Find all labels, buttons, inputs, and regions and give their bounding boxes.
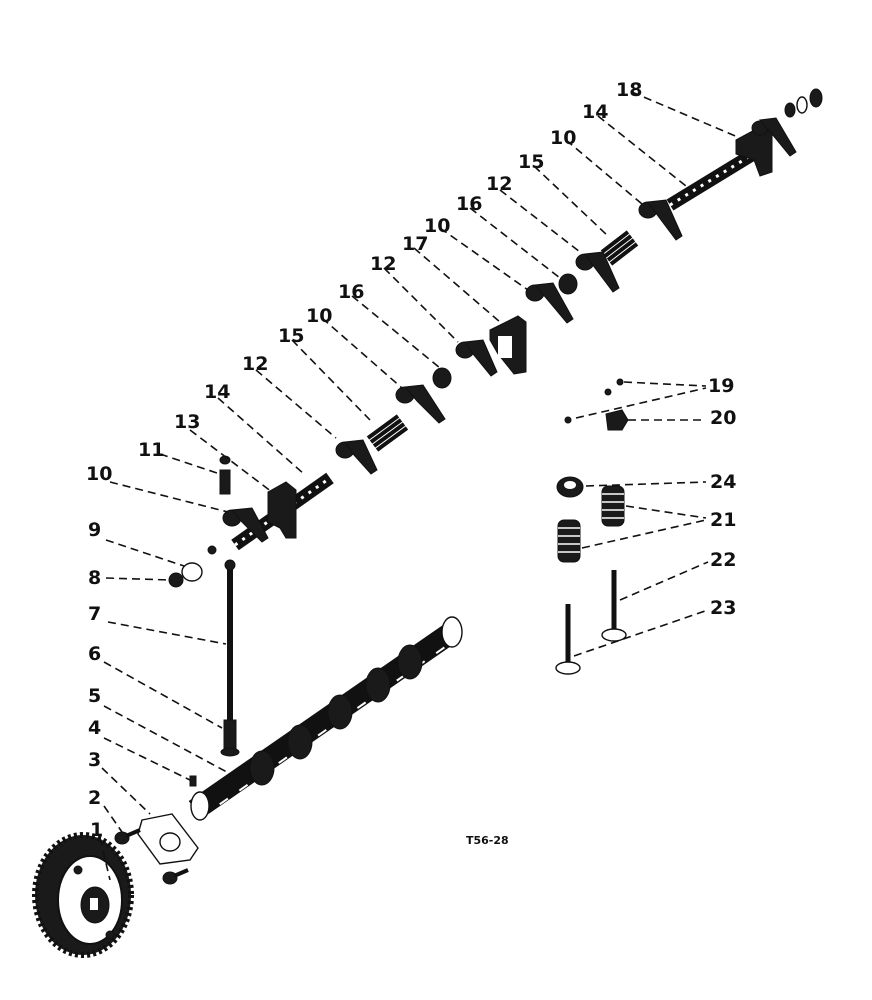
callout-16a: 16 [338, 281, 364, 303]
callout-7: 7 [88, 603, 101, 625]
spacer-16a [432, 367, 452, 389]
leader-lines [99, 91, 741, 881]
callout-10b: 10 [306, 305, 332, 327]
valve-22 [601, 570, 627, 642]
rocker-arm-5 [525, 282, 574, 324]
callout-19: 19 [708, 375, 734, 397]
callout-14b: 14 [582, 101, 608, 123]
push-rod-7 [224, 559, 236, 725]
end-washer-b [796, 96, 808, 114]
rocker-arm-7 [638, 199, 683, 241]
callout-16b: 16 [456, 193, 482, 215]
callout-13: 13 [174, 411, 200, 433]
tappet-6 [220, 719, 240, 757]
callout-22: 22 [710, 549, 736, 571]
rocker-arm-3 [395, 384, 446, 424]
valve-collets-19 [564, 378, 624, 424]
bolt-2a [114, 828, 141, 845]
callout-9: 9 [88, 519, 101, 541]
rocker-arm-1 [222, 507, 269, 543]
valve-cap-20 [605, 409, 629, 431]
callout-10c: 10 [424, 215, 450, 237]
callout-8: 8 [88, 567, 101, 589]
adjusting-screw-11 [219, 455, 231, 495]
callout-18: 18 [616, 79, 642, 101]
valve-spring-21b [557, 519, 581, 563]
callout-6: 6 [88, 643, 101, 665]
washer-9 [181, 562, 203, 582]
callout-3: 3 [88, 749, 101, 771]
thrust-plate-3 [137, 813, 199, 865]
callout-20: 20 [710, 407, 736, 429]
callout-5: 5 [88, 685, 101, 707]
callout-23: 23 [710, 597, 736, 619]
end-washer-a [784, 102, 796, 118]
callout-10d: 10 [550, 127, 576, 149]
callout-2: 2 [88, 787, 101, 809]
nut-8 [168, 572, 184, 588]
callout-17: 17 [402, 233, 428, 255]
callout-4: 4 [88, 717, 101, 739]
camshaft-5 [188, 616, 463, 821]
camshaft-gear-1 [32, 832, 134, 958]
key-4 [189, 775, 197, 787]
callout-12b: 12 [370, 253, 396, 275]
rocker-arm-8 [751, 117, 797, 157]
spring-15b [600, 230, 639, 266]
callout-labels: 1 2 3 4 5 6 7 8 9 10 10 10 10 11 12 12 1… [86, 79, 736, 841]
callout-21: 21 [710, 509, 736, 531]
callout-11: 11 [138, 439, 164, 461]
bolt-2b [162, 868, 189, 885]
rocker-pedestal-13 [267, 481, 297, 539]
figure-reference-code: T56-28 [466, 834, 509, 847]
rocker-arm-6 [575, 251, 620, 293]
callout-12a: 12 [242, 353, 268, 375]
callout-10a: 10 [86, 463, 112, 485]
valve-23 [555, 604, 581, 675]
callout-12c: 12 [486, 173, 512, 195]
rocker-shaft-assembly [222, 88, 823, 551]
rocker-arm-2 [335, 439, 378, 475]
callout-24: 24 [710, 471, 736, 493]
callout-14a: 14 [204, 381, 230, 403]
spring-15a [366, 414, 409, 452]
spacer-16b [558, 273, 578, 295]
small-ball [207, 545, 217, 555]
rocker-arm-4 [455, 339, 498, 377]
valve-spring-21a [601, 485, 625, 527]
spring-cap-24 [556, 476, 584, 498]
callout-15a: 15 [278, 325, 304, 347]
callout-1: 1 [90, 819, 103, 841]
callout-15b: 15 [518, 151, 544, 173]
end-plug [809, 88, 823, 108]
